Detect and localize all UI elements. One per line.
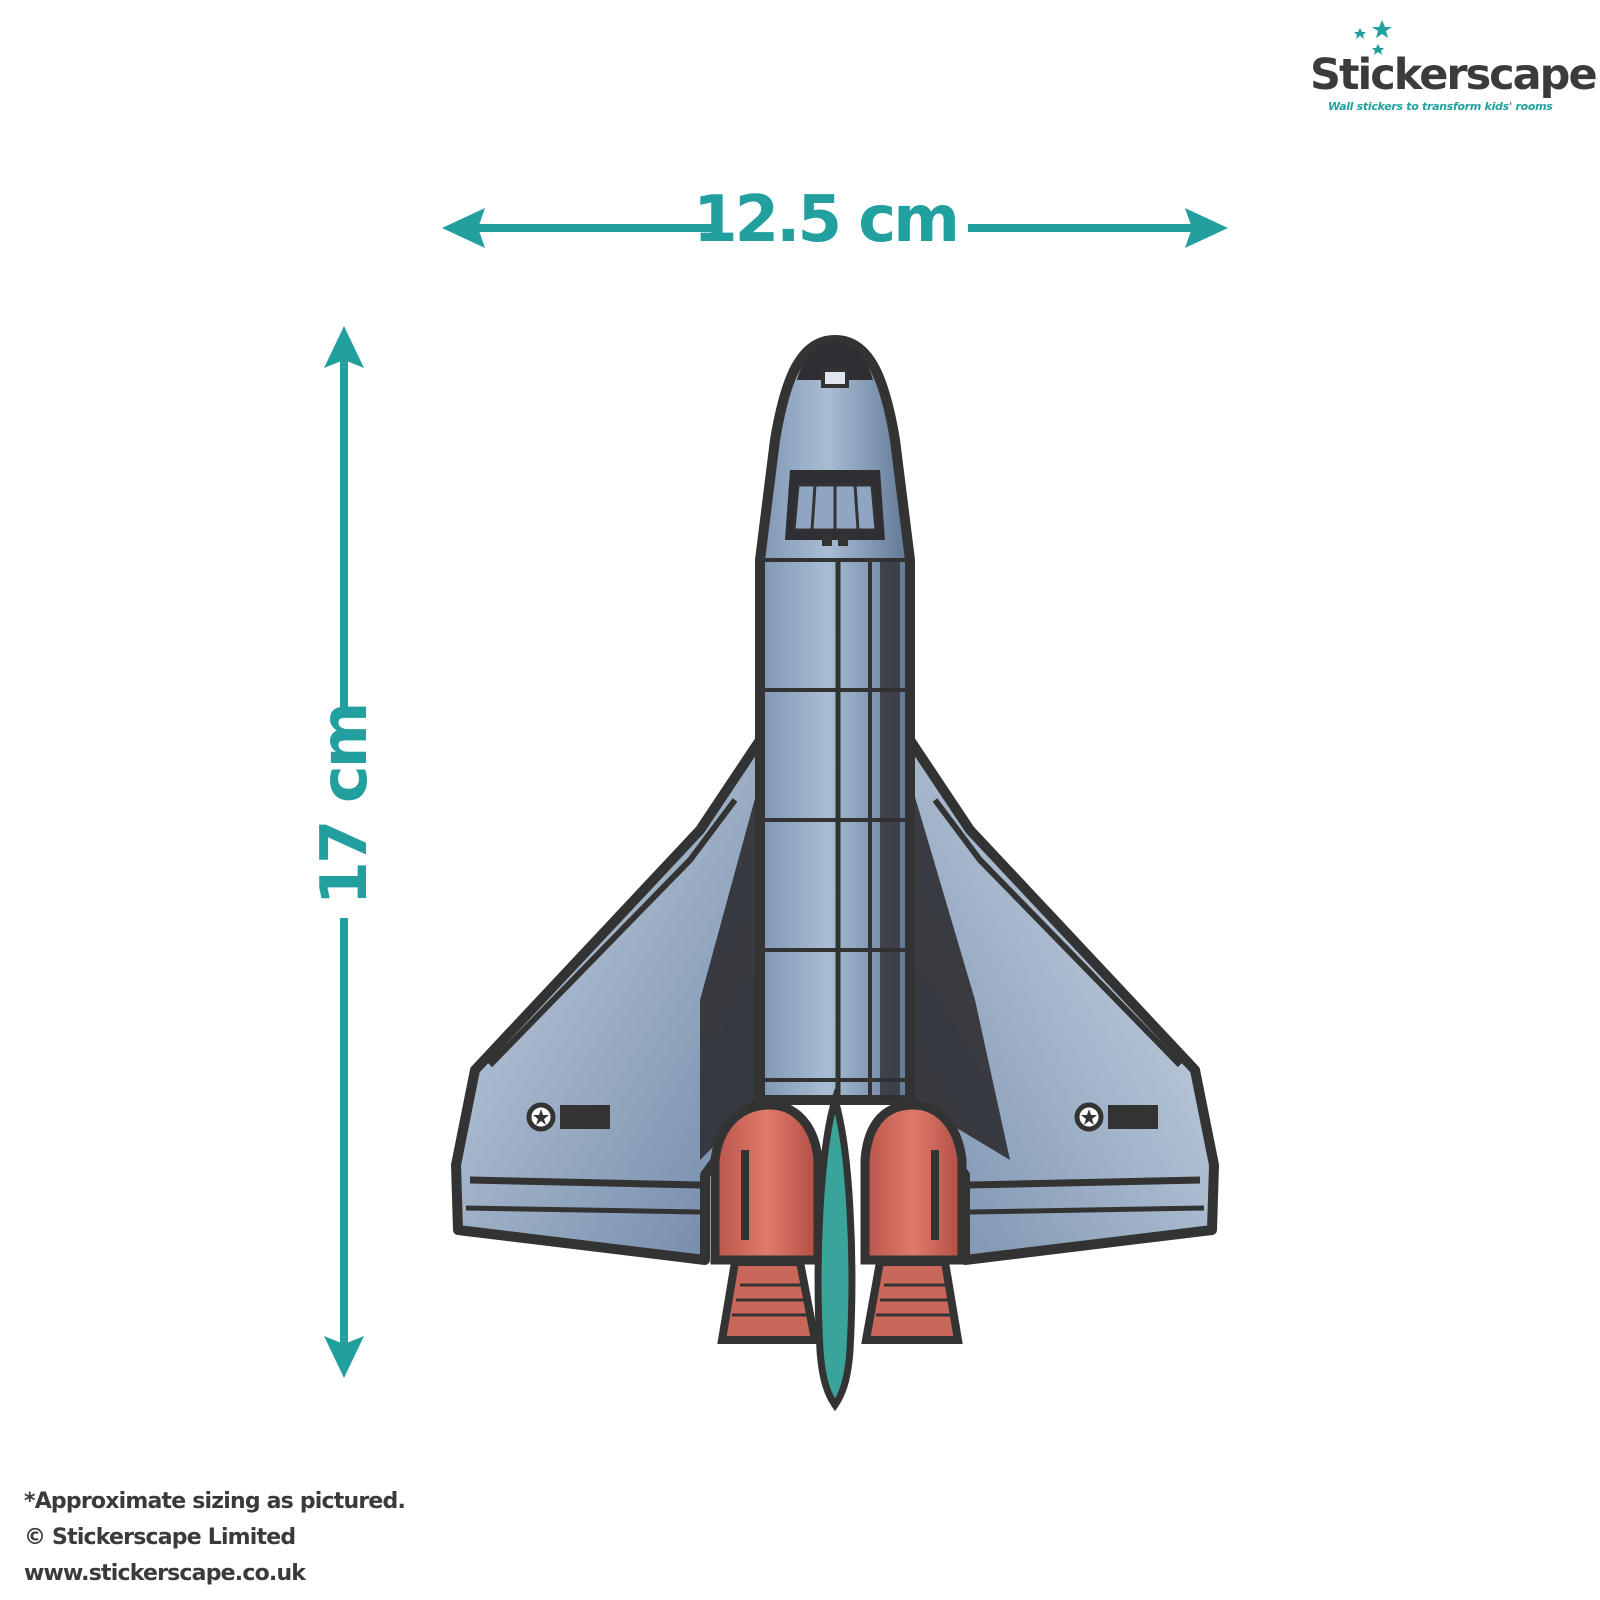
brand-name: Stickerscape [1310, 50, 1598, 100]
wing-insignia-left [526, 1102, 610, 1132]
footer-notes: *Approximate sizing as pictured. © Stick… [24, 1484, 524, 1592]
width-dimension-label: 12.5 cm [693, 183, 960, 257]
stars-icon [1354, 20, 1392, 55]
shuttle-tail-fin [814, 1087, 856, 1412]
height-arrow [324, 326, 364, 1378]
brand-tagline: Wall stickers to transform kids' rooms [1328, 100, 1553, 113]
shuttle-engines [710, 1100, 967, 1344]
shuttle-wings [451, 735, 1219, 1265]
brand-logo: Stickerscape Wall stickers to transform … [1310, 18, 1598, 118]
copyright-text: © Stickerscape Limited [24, 1525, 296, 1550]
shuttle-fuselage [755, 335, 915, 1105]
wing-insignia-right [1074, 1102, 1158, 1132]
width-arrow [442, 208, 1228, 248]
website-text: www.stickerscape.co.uk [24, 1561, 306, 1586]
sizing-disclaimer: *Approximate sizing as pictured. [24, 1489, 406, 1514]
